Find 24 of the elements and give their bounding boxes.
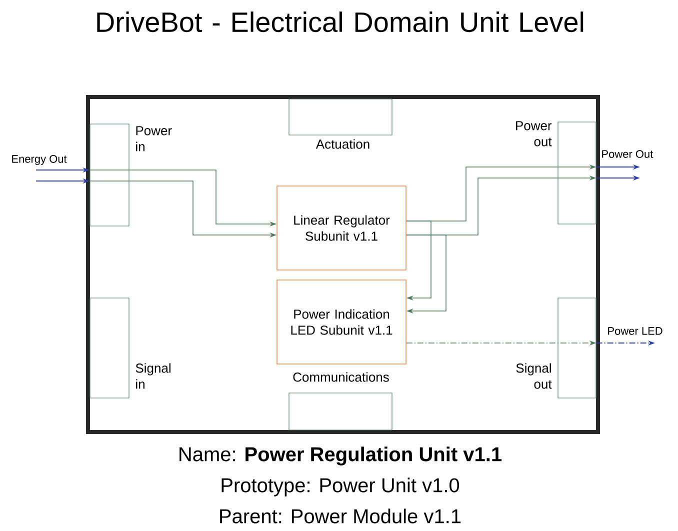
- arrow: [406, 220, 432, 301]
- port-box: Power out: [516, 121, 596, 224]
- port-box: Power in: [90, 124, 172, 226]
- edge-label: Energy Out: [12, 155, 67, 165]
- edge-label: Power Out: [602, 150, 654, 158]
- node-label: Signal in: [136, 363, 170, 389]
- subunit-box: Power Indication LED Subunit v1.1: [276, 280, 406, 364]
- port-box: Communications: [288, 372, 392, 430]
- arrow: [406, 234, 446, 314]
- edge-label: Power LED: [608, 327, 662, 335]
- subunit-box: Linear Regulator Subunit v1.1: [276, 186, 406, 270]
- port-box: Signal in: [90, 298, 170, 398]
- port-box: Signal out: [516, 298, 596, 398]
- caption-line: Parent: Power Module v1.1: [220, 508, 461, 524]
- node-label: Power in: [136, 126, 172, 152]
- node-label: Actuation: [316, 139, 370, 149]
- unit-box: [86, 95, 600, 434]
- caption-line: Prototype: Power Unit v1.0: [222, 478, 460, 496]
- node-label: Signal out: [516, 363, 552, 389]
- title: DriveBot - Electrical Domain Unit Level: [97, 12, 584, 32]
- caption-line: Name: Power Regulation Unit v1.1: [180, 446, 502, 466]
- port-box: Actuation: [288, 98, 392, 149]
- node-label: Communications: [293, 372, 389, 382]
- node-label: Power out: [516, 121, 552, 146]
